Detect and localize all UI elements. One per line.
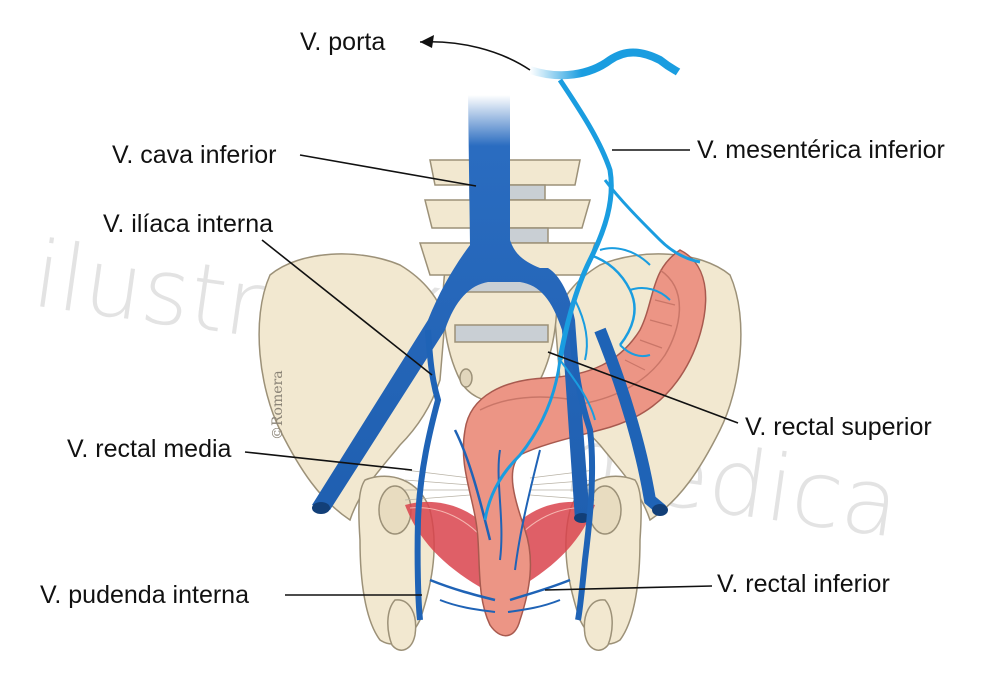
label-v-iliaca-interna: V. ilíaca interna [103, 210, 273, 238]
internal-iliac-vein-left [414, 329, 442, 621]
label-v-cava-inferior: V. cava inferior [112, 141, 276, 169]
arrowhead-v-porta [420, 35, 434, 48]
leader-lines [244, 35, 739, 596]
vena-cava-system [312, 95, 668, 621]
label-v-mesenterica-inferior: V. mesentérica inferior [697, 136, 945, 164]
left-iliac-bone [258, 253, 446, 522]
leader-v-porta [419, 40, 531, 71]
inferior-vena-cava [312, 95, 590, 520]
mesenteric-vein-system [483, 48, 701, 521]
left-pubis [387, 599, 417, 651]
right-pubis [583, 599, 613, 651]
label-v-rectal-inferior: V. rectal inferior [717, 570, 890, 598]
label-v-rectal-media: V. rectal media [67, 435, 232, 463]
signature: ©Romera [270, 370, 286, 440]
leader-v-iliaca-interna [261, 239, 433, 376]
label-v-pudenda-interna: V. pudenda interna [40, 581, 249, 609]
label-v-porta: V. porta [300, 28, 385, 56]
leader-v-rectal-superior [547, 351, 739, 424]
leader-v-cava-inferior [299, 154, 477, 187]
internal-iliac-vein-right [569, 329, 596, 621]
leader-v-rectal-inferior [544, 585, 713, 591]
inferior-mesenteric-vein [557, 78, 614, 361]
labels: V. porta V. cava inferior V. ilíaca inte… [40, 28, 945, 609]
portal-branch [528, 48, 681, 80]
superior-rectal-vein [483, 359, 562, 521]
label-v-rectal-superior: V. rectal superior [745, 413, 932, 441]
leader-v-rectal-media [244, 451, 413, 471]
left-acetabulum [378, 485, 412, 535]
